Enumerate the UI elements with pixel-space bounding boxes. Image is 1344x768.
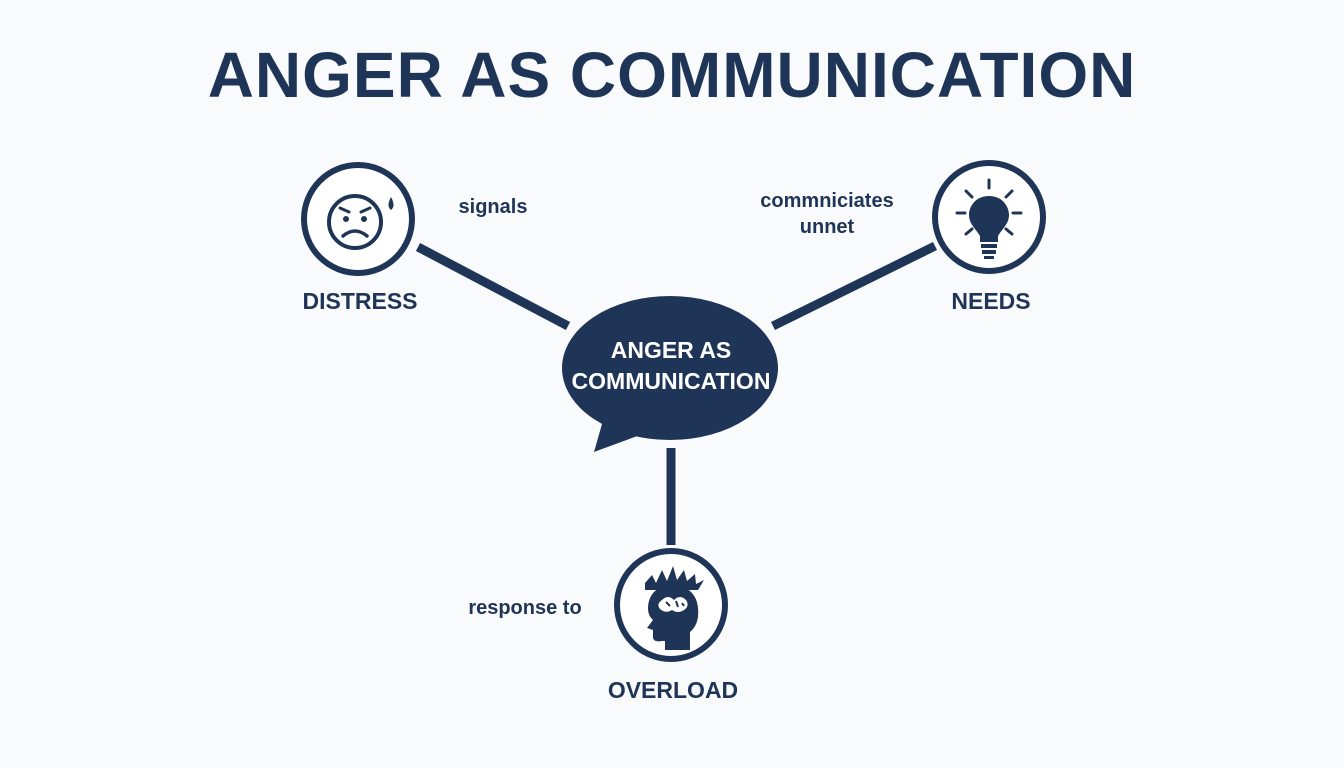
edge-label-needs-line2: unnet bbox=[799, 216, 855, 238]
overload-node bbox=[614, 548, 728, 662]
edge-label-needs: commniciates unnet bbox=[737, 188, 917, 240]
connector-needs bbox=[771, 241, 937, 331]
lightbulb-icon bbox=[955, 178, 1023, 259]
edge-label-distress: signals bbox=[458, 196, 528, 218]
distress-label: DISTRESS bbox=[302, 288, 418, 314]
center-label-line2: COMMUNICATION bbox=[571, 368, 771, 394]
needs-label: NEEDS bbox=[951, 288, 1031, 314]
edge-label-needs-line1: commniciates bbox=[760, 190, 894, 212]
connector-distress bbox=[415, 243, 571, 330]
distress-node bbox=[301, 162, 415, 276]
center-speech-bubble bbox=[562, 296, 778, 452]
diagram-title: ANGER AS COMMUNICATION bbox=[207, 39, 1137, 111]
center-label-line1: ANGER AS bbox=[610, 337, 732, 363]
center-label: ANGER AS COMMUNICATION bbox=[560, 335, 782, 397]
overloaded-head-icon bbox=[645, 566, 704, 650]
edge-label-overload: response to bbox=[468, 597, 582, 619]
overload-label: OVERLOAD bbox=[607, 677, 739, 703]
needs-node bbox=[932, 160, 1046, 274]
sad-face-icon bbox=[327, 194, 394, 250]
